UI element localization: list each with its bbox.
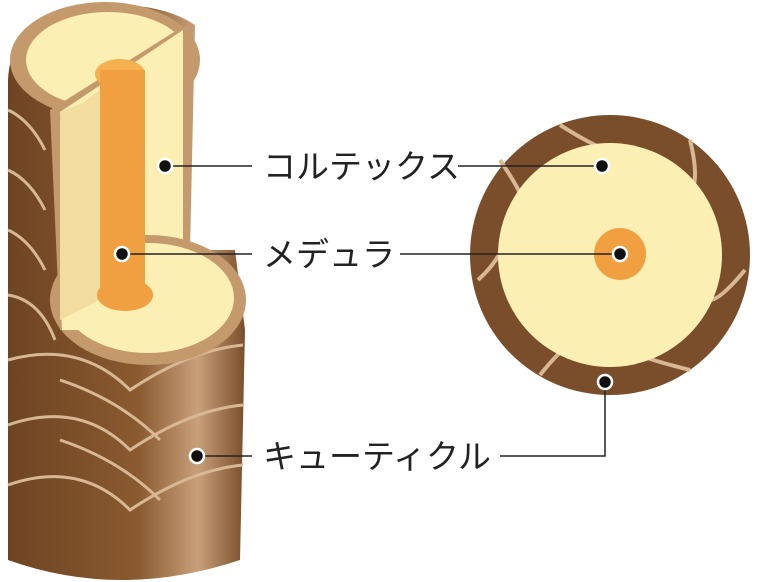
cortex-marker-right bbox=[593, 157, 611, 175]
cuticle-marker-left bbox=[188, 447, 206, 465]
cross-section-illustration bbox=[470, 115, 750, 395]
label-cortex: コルテックス bbox=[263, 147, 460, 186]
cuticle-marker-right bbox=[596, 373, 614, 391]
cuticle-scales bbox=[7, 108, 244, 512]
label-medulla: メデュラ bbox=[263, 235, 395, 274]
medulla-marker-left bbox=[113, 245, 131, 263]
medulla-marker-right bbox=[611, 245, 629, 263]
label-cuticle: キューティクル bbox=[263, 437, 491, 476]
hair-strand-illustration bbox=[7, 2, 246, 580]
marker-dots bbox=[113, 157, 629, 465]
cortex-marker-left bbox=[156, 157, 174, 175]
leader-lines bbox=[122, 165, 620, 457]
